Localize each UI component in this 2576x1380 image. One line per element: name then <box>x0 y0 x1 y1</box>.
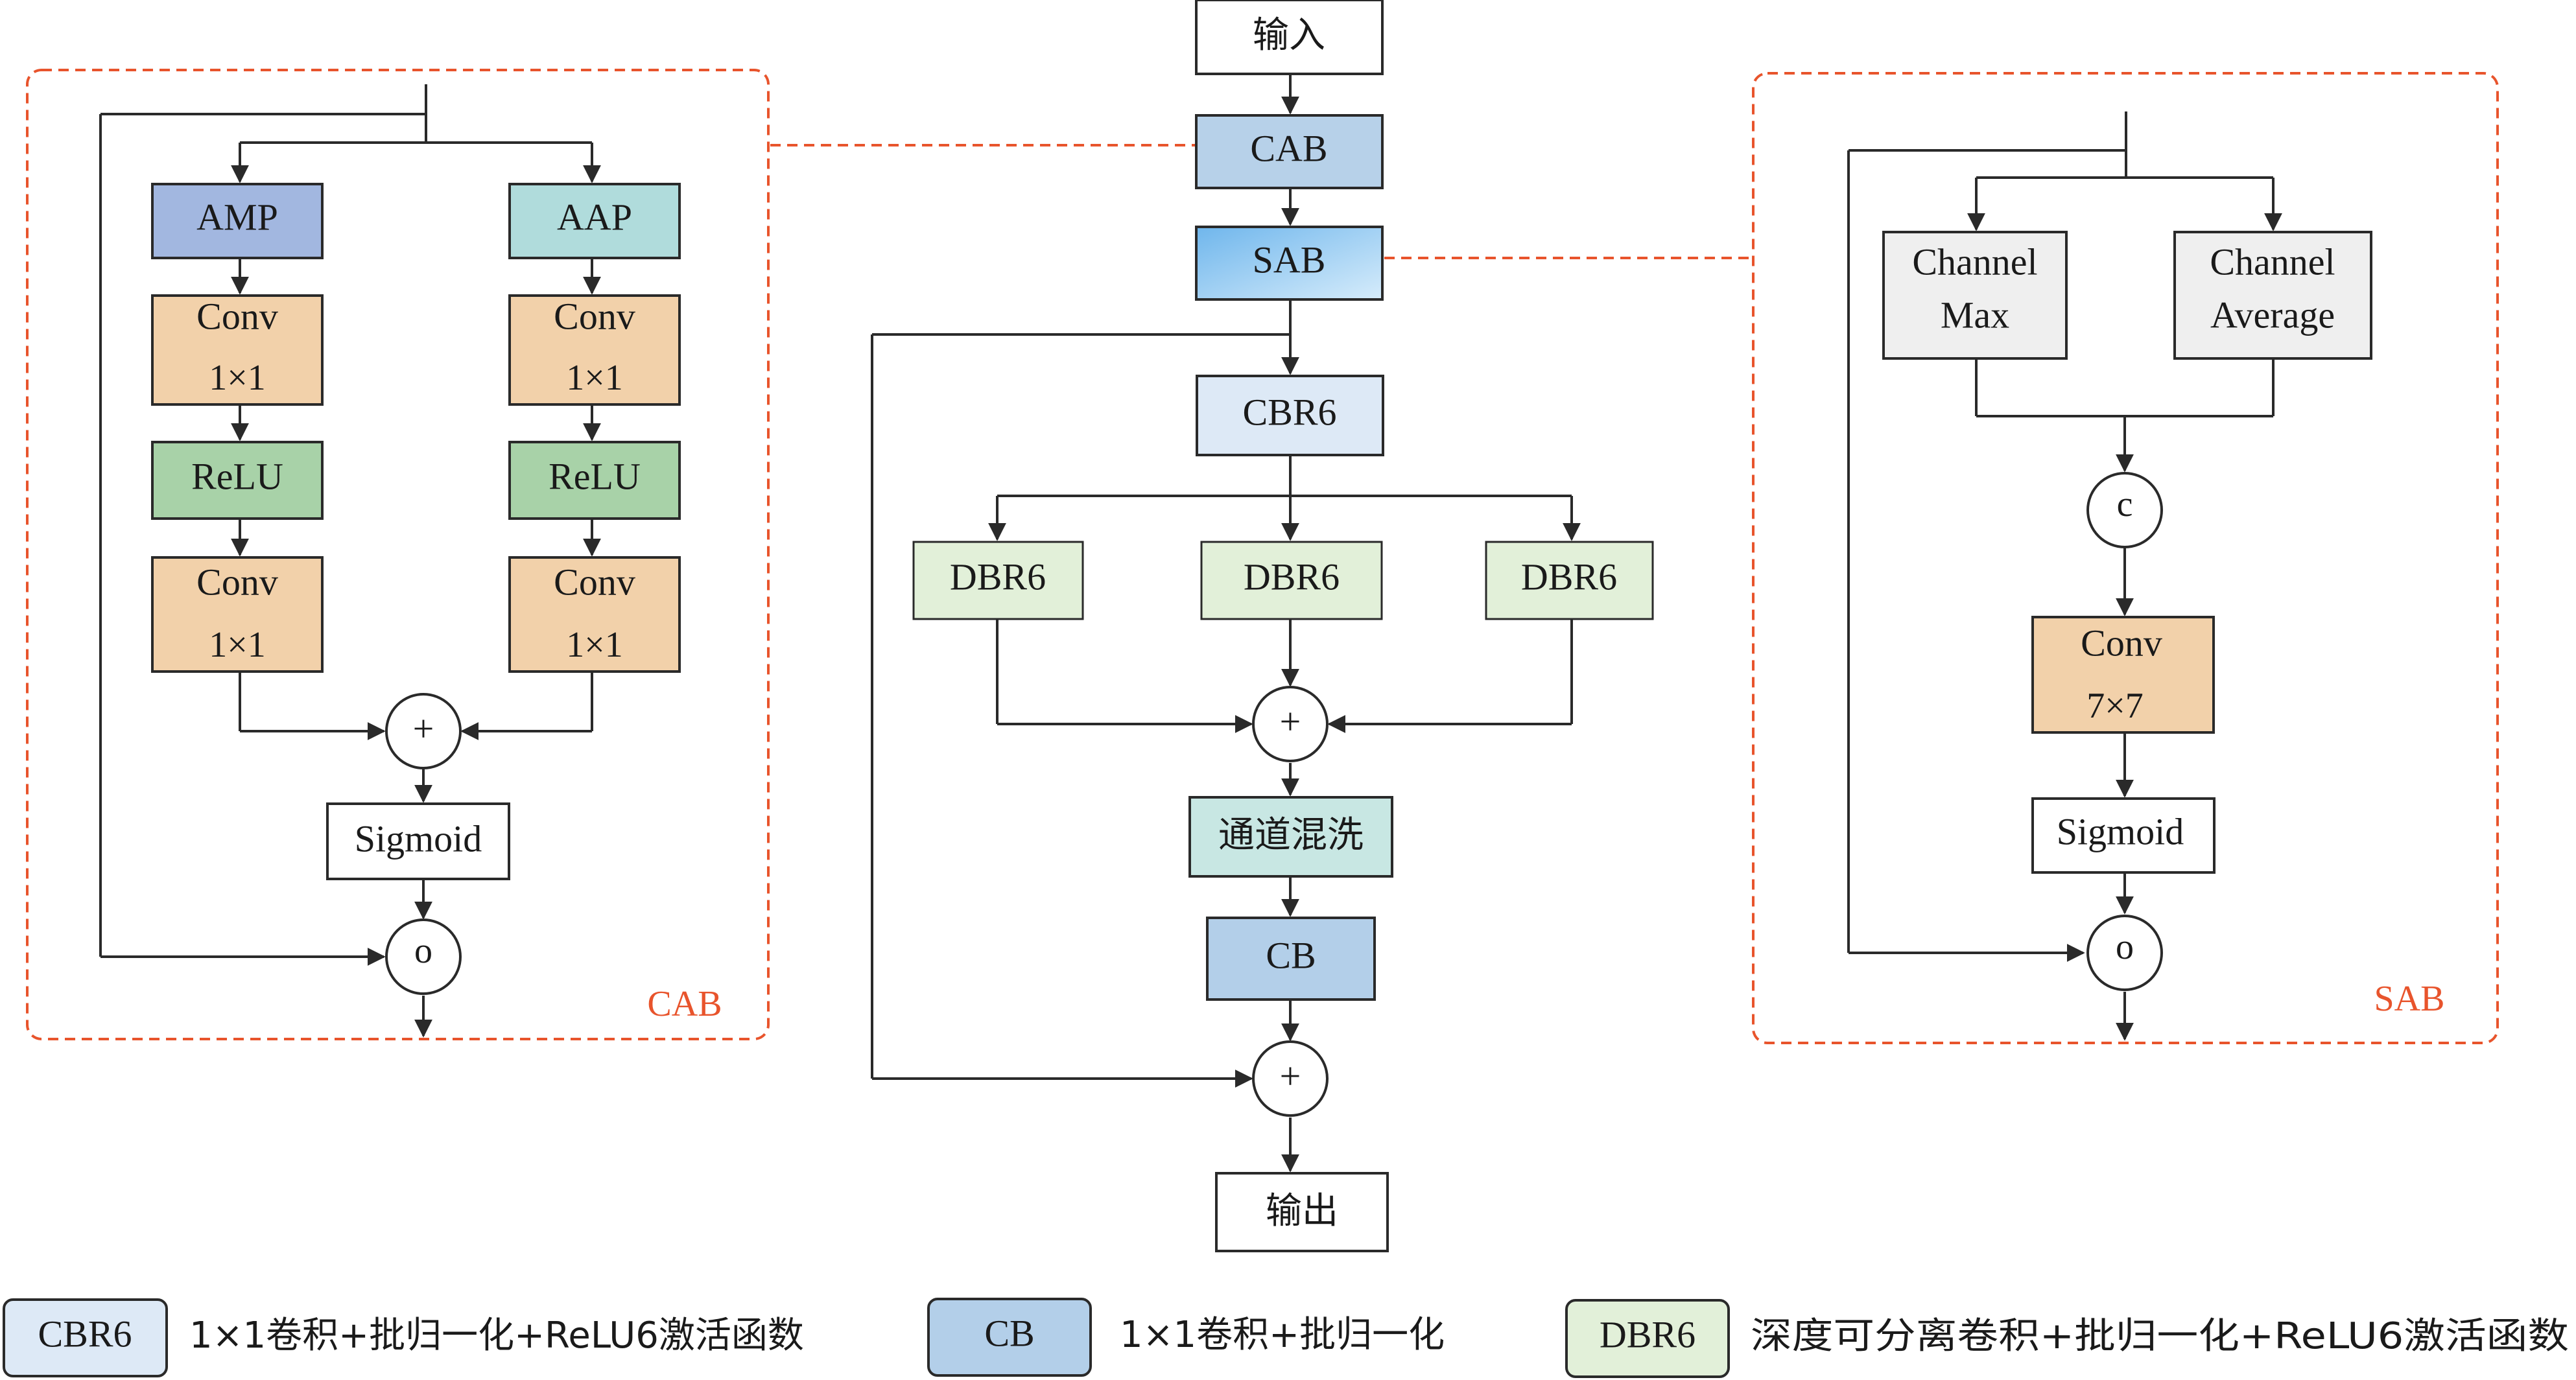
main-residual-add-node <box>1252 1040 1329 1117</box>
cb-box <box>1206 917 1376 1001</box>
sab-conv-label: Conv <box>2081 622 2162 664</box>
cab-conv2-left-box <box>151 556 324 673</box>
sab-mul-symbol: o <box>2116 927 2134 967</box>
sab-conv-size: 7×7 <box>2086 686 2144 726</box>
cab-conv2-left-label: Conv <box>196 561 278 603</box>
legend-dbr6-desc: 深度可分离卷积+批归一化+ReLU6激活函数 <box>1751 1315 2569 1357</box>
input-box <box>1195 0 1384 75</box>
channel-average-line2: Average <box>2210 294 2335 336</box>
legend-cbr6-label: CBR6 <box>38 1313 132 1355</box>
cab-relu-right-label: ReLU <box>549 455 641 497</box>
output-label: 输出 <box>1266 1190 1338 1232</box>
cab-conv1-right-size: 1×1 <box>566 358 623 398</box>
output-box <box>1215 1172 1389 1252</box>
legend-cbr6-desc: 1×1卷积+批归一化+ReLU6激活函数 <box>189 1315 804 1357</box>
sab-concat-symbol: c <box>2117 484 2133 524</box>
sab-concat-node <box>2086 472 2163 548</box>
cab-conv2-right-size: 1×1 <box>566 625 623 665</box>
aap-box <box>508 183 681 259</box>
cab-relu-right-box <box>508 441 681 520</box>
legend-cbr6-swatch <box>3 1298 168 1377</box>
aap-label: AAP <box>557 196 632 238</box>
dbr6-box-center <box>1200 541 1383 620</box>
channel-shuffle-box <box>1188 796 1393 878</box>
cab-conv1-right-box <box>508 294 681 406</box>
channel-max-box <box>1882 231 2068 360</box>
cab-mul-symbol: o <box>414 931 432 971</box>
sab-sigmoid-label: Sigmoid <box>2057 810 2184 852</box>
cbr6-label: CBR6 <box>1242 391 1336 433</box>
amp-label: AMP <box>196 196 278 238</box>
input-label: 输入 <box>1253 14 1325 56</box>
cab-add-node <box>385 693 462 769</box>
cbr6-box <box>1196 375 1384 456</box>
cab-box <box>1195 114 1384 189</box>
main-add-symbol: + <box>1280 700 1301 742</box>
sab-conv-box <box>2031 616 2215 734</box>
legend-dbr6-label: DBR6 <box>1600 1313 1696 1355</box>
cab-conv1-right-label: Conv <box>554 295 635 337</box>
channel-shuffle-label: 通道混洗 <box>1218 814 1364 856</box>
cab-relu-left-box <box>151 441 324 520</box>
cab-mul-node <box>385 918 462 995</box>
cab-sigmoid-label: Sigmoid <box>355 817 482 860</box>
cab-conv2-right-box <box>508 556 681 673</box>
sab-mul-node <box>2086 915 2163 991</box>
channel-max-line2: Max <box>1941 294 2009 336</box>
cab-detail <box>99 84 601 1038</box>
channel-max-line1: Channel <box>1912 240 2037 283</box>
main-flow-lines <box>871 74 1581 1173</box>
legend-cb-desc: 1×1卷积+批归一化 <box>1120 1314 1445 1356</box>
dbr6-box-right <box>1485 541 1654 620</box>
sab-sigmoid-box <box>2031 797 2216 874</box>
dbr6-label-right: DBR6 <box>1521 556 1617 598</box>
cab-conv1-left-box <box>151 294 324 406</box>
dbr6-label-left: DBR6 <box>950 556 1046 598</box>
sab-label: SAB <box>1253 239 1326 281</box>
legend: CBR6 1×1卷积+批归一化+ReLU6激活函数 CB 1×1卷积+批归一化 … <box>3 1298 2569 1378</box>
legend-cb-label: CB <box>984 1312 1034 1354</box>
cab-detail-tag: CAB <box>647 984 722 1024</box>
legend-dbr6-swatch <box>1565 1299 1730 1378</box>
cb-label: CB <box>1266 934 1316 976</box>
dbr6-box-left <box>912 541 1084 620</box>
cab-conv1-left-label: Conv <box>196 295 278 337</box>
cab-conv2-right-label: Conv <box>554 561 635 603</box>
sab-box <box>1195 226 1384 301</box>
cab-label: CAB <box>1250 127 1327 169</box>
main-add-node <box>1252 686 1329 762</box>
amp-box <box>151 183 324 259</box>
sab-detail-tag: SAB <box>2374 979 2445 1019</box>
channel-average-box <box>2173 231 2372 360</box>
dbr6-label-center: DBR6 <box>1244 556 1340 598</box>
legend-cb-swatch <box>927 1298 1092 1377</box>
cab-sigmoid-box <box>326 802 510 880</box>
cab-conv2-left-size: 1×1 <box>209 625 266 665</box>
cab-conv1-left-size: 1×1 <box>209 358 266 398</box>
sab-detail-frame <box>1752 72 2499 1044</box>
cab-detail-frame <box>26 69 770 1040</box>
sab-detail-lines <box>1847 111 2282 1041</box>
channel-average-line1: Channel <box>2210 240 2335 283</box>
cab-add-symbol: + <box>413 707 434 749</box>
main-residual-add-symbol: + <box>1280 1055 1301 1097</box>
cab-relu-left-label: ReLU <box>191 455 283 497</box>
